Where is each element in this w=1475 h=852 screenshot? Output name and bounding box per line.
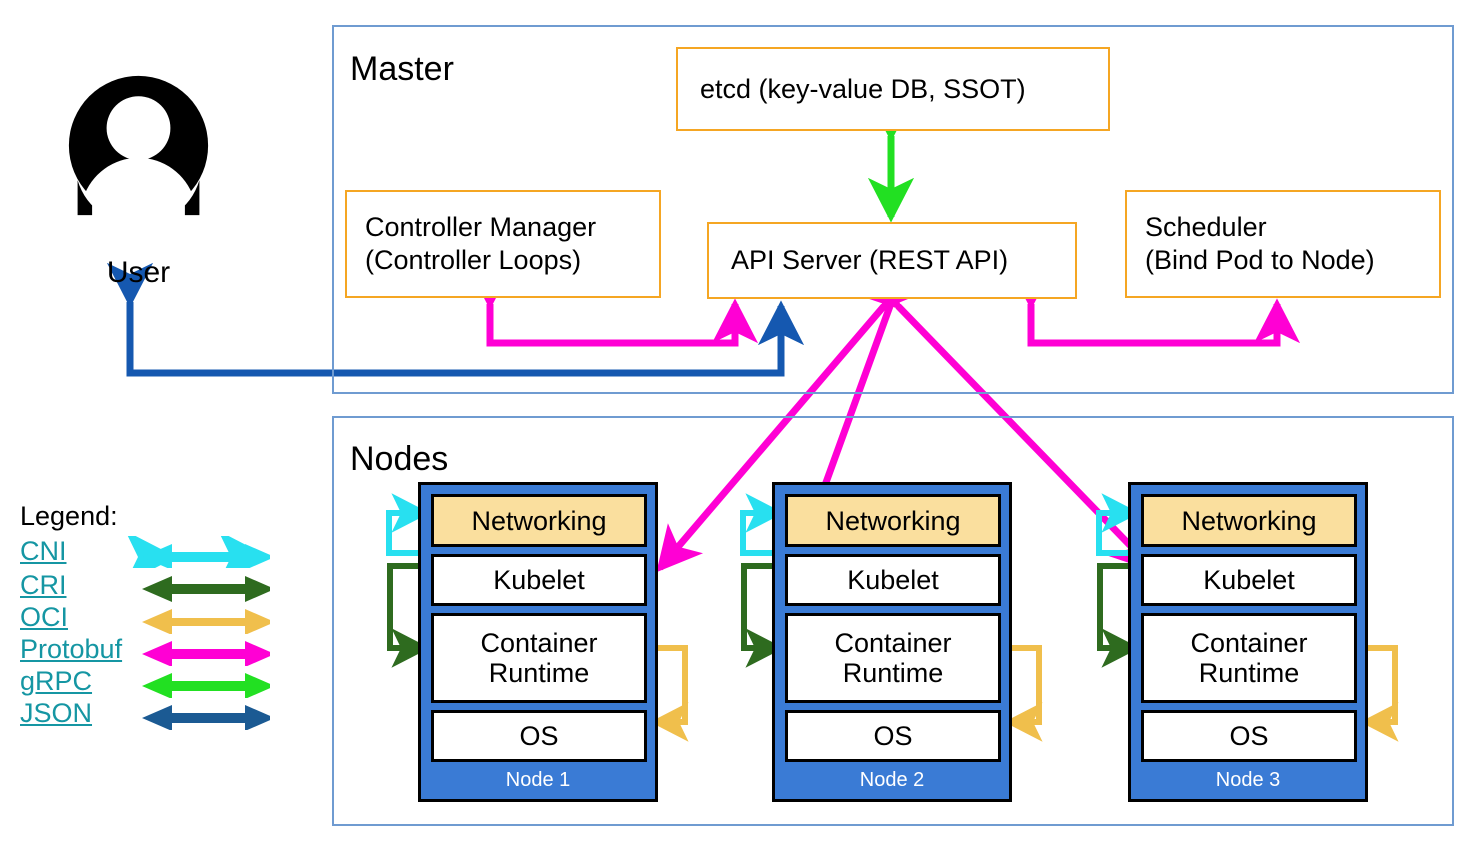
node-2-kubelet-slot[interactable]: Kubelet — [785, 554, 1001, 606]
node-1-os-slot[interactable]: OS — [431, 710, 647, 762]
node-box[interactable]: Networking Kubelet Container Runtime OS … — [772, 482, 1012, 802]
legend-title: Legend: — [20, 501, 118, 531]
node-3-kubelet-label: Kubelet — [1203, 565, 1295, 595]
api-server-box[interactable]: API Server (REST API) — [707, 222, 1077, 299]
legend-arrow-grpc — [142, 673, 275, 699]
node-1-label: Node 1 — [505, 769, 571, 791]
node-box[interactable]: Networking Kubelet Container Runtime OS … — [418, 482, 658, 802]
legend-label-oci[interactable]: OCI — [20, 602, 69, 632]
node-1-os-label: OS — [519, 721, 559, 751]
node-2-os-slot[interactable]: OS — [785, 710, 1001, 762]
controller-manager-box[interactable]: Controller Manager (Controller Loops) — [345, 190, 661, 298]
legend-item-cni[interactable]: CNI — [20, 530, 275, 584]
node-3-container-runtime-slot[interactable]: Container Runtime — [1141, 613, 1357, 703]
legend-item-oci[interactable]: OCI — [20, 602, 275, 635]
legend-item-protobuf[interactable]: Protobuf — [20, 634, 275, 667]
legend-arrow-oci — [142, 609, 275, 635]
legend-label-cri[interactable]: CRI — [20, 570, 67, 600]
node-3-networking-slot[interactable]: Networking — [1141, 494, 1357, 547]
node-2-container-runtime-slot[interactable]: Container Runtime — [785, 613, 1001, 703]
nodes-panel-title: Nodes — [350, 440, 449, 478]
node-2-container-runtime-label: Container Runtime — [834, 628, 952, 688]
user-label: User — [106, 256, 171, 289]
legend-label-cni[interactable]: CNI — [20, 536, 67, 566]
master-panel — [332, 25, 1454, 394]
node-2-os-label: OS — [873, 721, 913, 751]
node-3-os-slot[interactable]: OS — [1141, 710, 1357, 762]
master-panel-title: Master — [350, 50, 454, 88]
legend-item-grpc[interactable]: gRPC — [20, 666, 275, 699]
scheduler-box[interactable]: Scheduler (Bind Pod to Node) — [1125, 190, 1441, 298]
node-3-networking-label: Networking — [1181, 505, 1317, 536]
node-1-container-runtime-label: Container Runtime — [480, 628, 598, 688]
legend-item-json[interactable]: JSON — [20, 698, 275, 731]
legend-label-json[interactable]: JSON — [20, 698, 93, 728]
node-2-kubelet-label: Kubelet — [847, 565, 939, 595]
node-3-os-label: OS — [1229, 721, 1269, 751]
legend-item-cri[interactable]: CRI — [20, 570, 275, 602]
legend-arrow-protobuf — [142, 641, 275, 667]
user-avatar-icon — [68, 75, 209, 218]
etcd-box[interactable]: etcd (key-value DB, SSOT) — [676, 47, 1110, 131]
api-server-label: API Server (REST API) — [731, 245, 1009, 275]
node-3-kubelet-slot[interactable]: Kubelet — [1141, 554, 1357, 606]
node-1-networking-label: Networking — [471, 505, 607, 536]
node-3-label: Node 3 — [1215, 769, 1281, 791]
node-3-container-runtime-label: Container Runtime — [1190, 628, 1308, 688]
controller-manager-label: Controller Manager (Controller Loops) — [365, 212, 597, 275]
legend-label-protobuf[interactable]: Protobuf — [20, 634, 123, 664]
node-box[interactable]: Networking Kubelet Container Runtime OS … — [1128, 482, 1368, 802]
legend-arrow-cri — [142, 576, 275, 602]
nodes-panel — [332, 416, 1454, 826]
node-1-container-runtime-slot[interactable]: Container Runtime — [431, 613, 647, 703]
legend-label-grpc[interactable]: gRPC — [20, 666, 93, 696]
scheduler-label: Scheduler (Bind Pod to Node) — [1145, 212, 1375, 275]
node-1-kubelet-slot[interactable]: Kubelet — [431, 554, 647, 606]
legend-arrow-json — [142, 705, 275, 731]
node-1-kubelet-label: Kubelet — [493, 565, 585, 595]
node-2-networking-slot[interactable]: Networking — [785, 494, 1001, 547]
node-2-label: Node 2 — [859, 769, 925, 791]
node-2-networking-label: Networking — [825, 505, 961, 536]
node-1-networking-slot[interactable]: Networking — [431, 494, 647, 547]
legend-arrow-cni — [125, 530, 275, 584]
etcd-label: etcd (key-value DB, SSOT) — [700, 73, 1026, 104]
